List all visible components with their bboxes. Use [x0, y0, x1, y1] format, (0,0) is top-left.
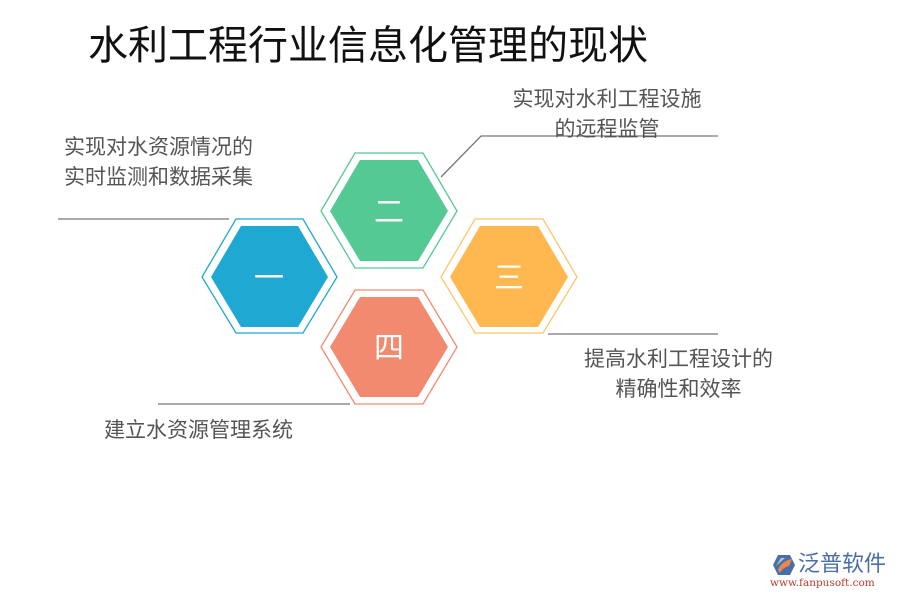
label-one: 实现对水资源情况的 实时监测和数据采集	[64, 132, 253, 192]
hexagon-two-numeral: 二	[374, 195, 404, 230]
hexagon-three: 三	[440, 218, 578, 334]
hexagon-four: 四	[320, 289, 458, 405]
label-four: 建立水资源管理系统	[104, 415, 293, 445]
hexagon-three-numeral: 三	[494, 261, 524, 296]
label-two-line1: 实现对水利工程设施	[512, 87, 702, 111]
logo-name: 泛普软件	[798, 552, 887, 577]
hexagon-one-numeral: 一	[254, 261, 284, 296]
label-four-line1: 建立水资源管理系统	[104, 418, 293, 442]
label-three-line1: 提高水利工程设计的	[584, 347, 773, 371]
label-two: 实现对水利工程设施 的远程监管	[492, 84, 722, 144]
logo-url: www.fanpusoft.com	[770, 577, 875, 589]
connector-line-two	[440, 135, 718, 178]
brand-logo: 泛普软件 www.fanpusoft.com	[770, 552, 895, 592]
hexagon-four-numeral: 四	[374, 331, 404, 366]
hexagon-two: 二	[320, 152, 458, 269]
slide-title: 水利工程行业信息化管理的现状	[88, 23, 648, 69]
label-one-line2: 实时监测和数据采集	[64, 165, 253, 189]
label-three: 提高水利工程设计的 精确性和效率	[566, 344, 791, 404]
fanpu-logo-icon	[773, 555, 795, 575]
hexagon-one: 一	[201, 218, 338, 334]
label-three-line2: 精确性和效率	[615, 377, 742, 401]
label-one-line1: 实现对水资源情况的	[64, 135, 253, 159]
label-two-line2: 的远程监管	[554, 117, 660, 141]
